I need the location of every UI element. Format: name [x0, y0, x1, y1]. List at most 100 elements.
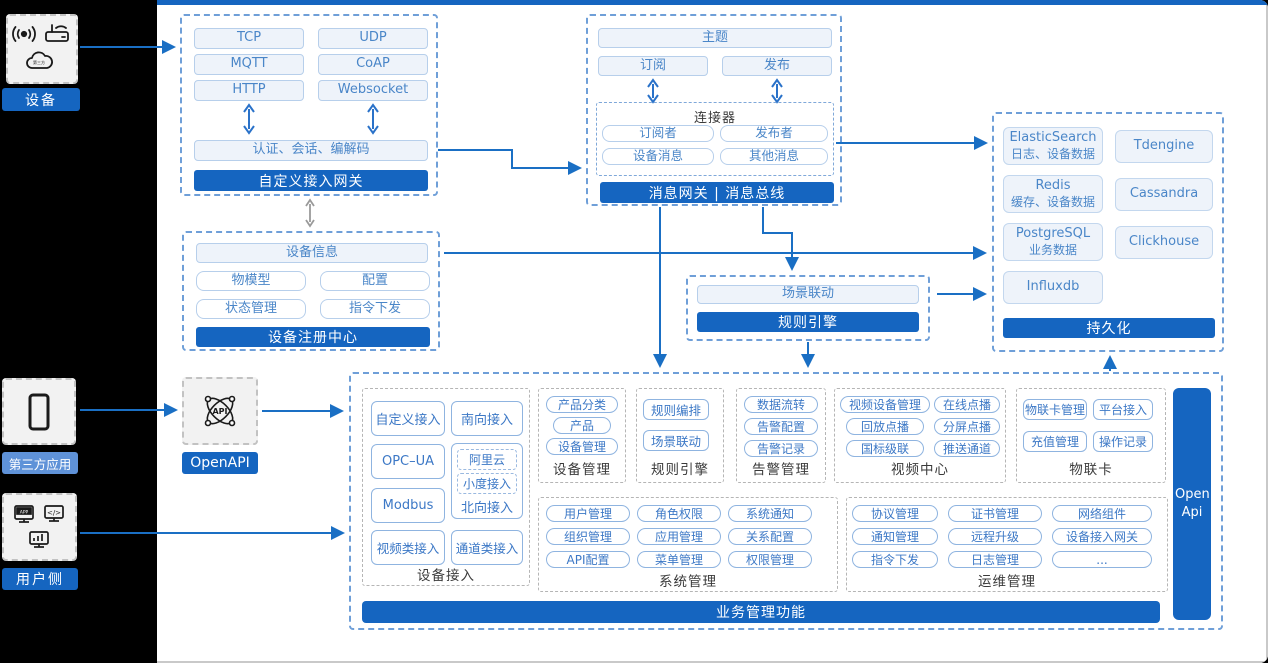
- double-arrow-icon: [771, 78, 783, 104]
- device-mgmt-item: 设备管理: [546, 438, 618, 455]
- cert-mgmt-item: 证书管理: [948, 505, 1042, 522]
- data-flow-item: 数据流转: [744, 396, 818, 413]
- rule-engine-section: [636, 388, 724, 483]
- org-mgmt-item: 组织管理: [546, 528, 630, 545]
- scene-linkage-item: 场景联动: [697, 285, 919, 304]
- publish-item: 发布: [722, 56, 832, 76]
- auth-session-codec: 认证、会话、编解码: [194, 140, 428, 161]
- alarm-mgmt-section: [736, 388, 826, 483]
- custom-access-item: 自定义接入: [371, 401, 445, 436]
- protocol-mqtt: MQTT: [194, 54, 304, 75]
- device-access-gateway-item: 设备接入网关: [1052, 528, 1152, 545]
- product-item: 产品: [553, 417, 611, 434]
- api-config-item: API配置: [546, 551, 630, 568]
- third-party-badge: 第三方应用: [2, 452, 78, 474]
- device-access-label: 设备接入: [417, 568, 475, 584]
- status-mgmt-item: 状态管理: [196, 299, 306, 319]
- svg-text:第三方: 第三方: [33, 59, 45, 65]
- iot-card-section: [1016, 388, 1166, 483]
- network-component-item: 网络组件: [1052, 505, 1152, 522]
- channel-access-item: 通道类接入: [451, 530, 523, 565]
- gb-cascade-item: 国标级联: [846, 440, 924, 457]
- user-badge: 用户侧: [2, 568, 78, 590]
- code-window-icon: </>: [43, 505, 64, 522]
- push-channel-item: 推送通道: [934, 440, 1000, 457]
- remote-upgrade-item: 远程升级: [948, 528, 1042, 545]
- command-issue-item: 指令下发: [852, 551, 938, 568]
- ops-more-item: ...: [1052, 551, 1152, 568]
- rule-engine-box: [686, 275, 930, 341]
- connector-title: 连接器: [693, 111, 736, 126]
- permission-mgmt-item: 权限管理: [728, 551, 812, 568]
- modbus-item: Modbus: [371, 488, 445, 523]
- video-center-label: 视频中心: [891, 462, 949, 478]
- system-mgmt-label: 系统管理: [659, 574, 717, 590]
- svg-text:APP: APP: [19, 510, 28, 516]
- iot-card-label: 物联卡: [1069, 462, 1113, 478]
- playback-item: 回放点播: [846, 418, 924, 435]
- store-tdengine: Tdengine: [1115, 130, 1213, 163]
- user-icons-panel: APP </>: [2, 493, 77, 561]
- user-icons: APP </>: [13, 505, 64, 548]
- config-item: 配置: [320, 271, 430, 291]
- chart-window-icon: [28, 531, 49, 548]
- split-screen-item: 分屏点播: [934, 418, 1000, 435]
- other-message-item: 其他消息: [720, 148, 828, 165]
- xiaodu-item: 小度接入: [457, 473, 517, 494]
- device-info-item: 设备信息: [196, 243, 428, 263]
- role-permission-item: 角色权限: [637, 505, 721, 522]
- double-arrow-icon: [243, 103, 255, 135]
- system-mgmt-section: [538, 497, 838, 592]
- rule-engine-label: 规则引擎: [651, 462, 709, 478]
- custom-gateway-title: 自定义接入网关: [194, 170, 428, 191]
- rule-orchestration-item: 规则编排: [643, 399, 709, 420]
- message-bus-title: 消息网关 | 消息总线: [600, 182, 834, 203]
- topic-item: 主题: [598, 28, 832, 48]
- live-play-item: 在线点播: [934, 396, 1000, 413]
- store-clickhouse: Clickhouse: [1115, 226, 1213, 259]
- store-influxdb: Influxdb: [1003, 271, 1103, 304]
- persistence-box: [992, 112, 1224, 352]
- aliyun-item: 阿里云: [457, 449, 517, 470]
- third-party-icons-panel: [2, 378, 76, 445]
- command-item: 指令下发: [320, 299, 430, 319]
- double-arrow-gray-icon: [305, 198, 315, 228]
- phone-icon: [28, 393, 50, 430]
- operation-record-item: 操作记录: [1093, 431, 1153, 452]
- connector-box: 连接器: [596, 102, 834, 176]
- message-bus-box: [586, 14, 842, 206]
- custom-gateway-box: [180, 14, 438, 196]
- alarm-mgmt-label: 告警管理: [752, 462, 810, 478]
- protocol-coap: CoAP: [318, 54, 428, 75]
- device-badge: 设备: [2, 88, 80, 111]
- alarm-config-item: 告警配置: [744, 418, 818, 435]
- app-mgmt-item: 应用管理: [637, 528, 721, 545]
- protocol-http: HTTP: [194, 80, 304, 101]
- open-api-bar: Open Api: [1173, 388, 1211, 620]
- protocol-mgmt-item: 协议管理: [852, 505, 938, 522]
- video-access-item: 视频类接入: [371, 530, 445, 565]
- protocol-tcp: TCP: [194, 28, 304, 49]
- cloud-icon: 第三方: [26, 51, 53, 69]
- video-device-mgmt-item: 视频设备管理: [840, 396, 930, 413]
- registry-box: [182, 231, 440, 351]
- platform-access-item: 平台接入: [1093, 399, 1153, 420]
- user-mgmt-item: 用户管理: [546, 505, 630, 522]
- system-notice-item: 系统通知: [728, 505, 812, 522]
- subscriber-item: 订阅者: [602, 125, 714, 142]
- recharge-mgmt-item: 充值管理: [1023, 431, 1087, 452]
- svg-text:</>: </>: [46, 509, 60, 517]
- store-cassandra: Cassandra: [1115, 178, 1213, 211]
- device-mgmt-label: 设备管理: [553, 462, 611, 478]
- openapi-badge: OpenAPI: [182, 452, 258, 474]
- device-message-item: 设备消息: [602, 148, 714, 165]
- product-category-item: 产品分类: [546, 396, 618, 413]
- business-box: [349, 372, 1223, 630]
- device-mgmt-section: [538, 388, 626, 483]
- openapi-panel: API: [182, 377, 258, 445]
- device-icons-panel: 第三方: [6, 14, 78, 84]
- signal-icon: [12, 26, 36, 42]
